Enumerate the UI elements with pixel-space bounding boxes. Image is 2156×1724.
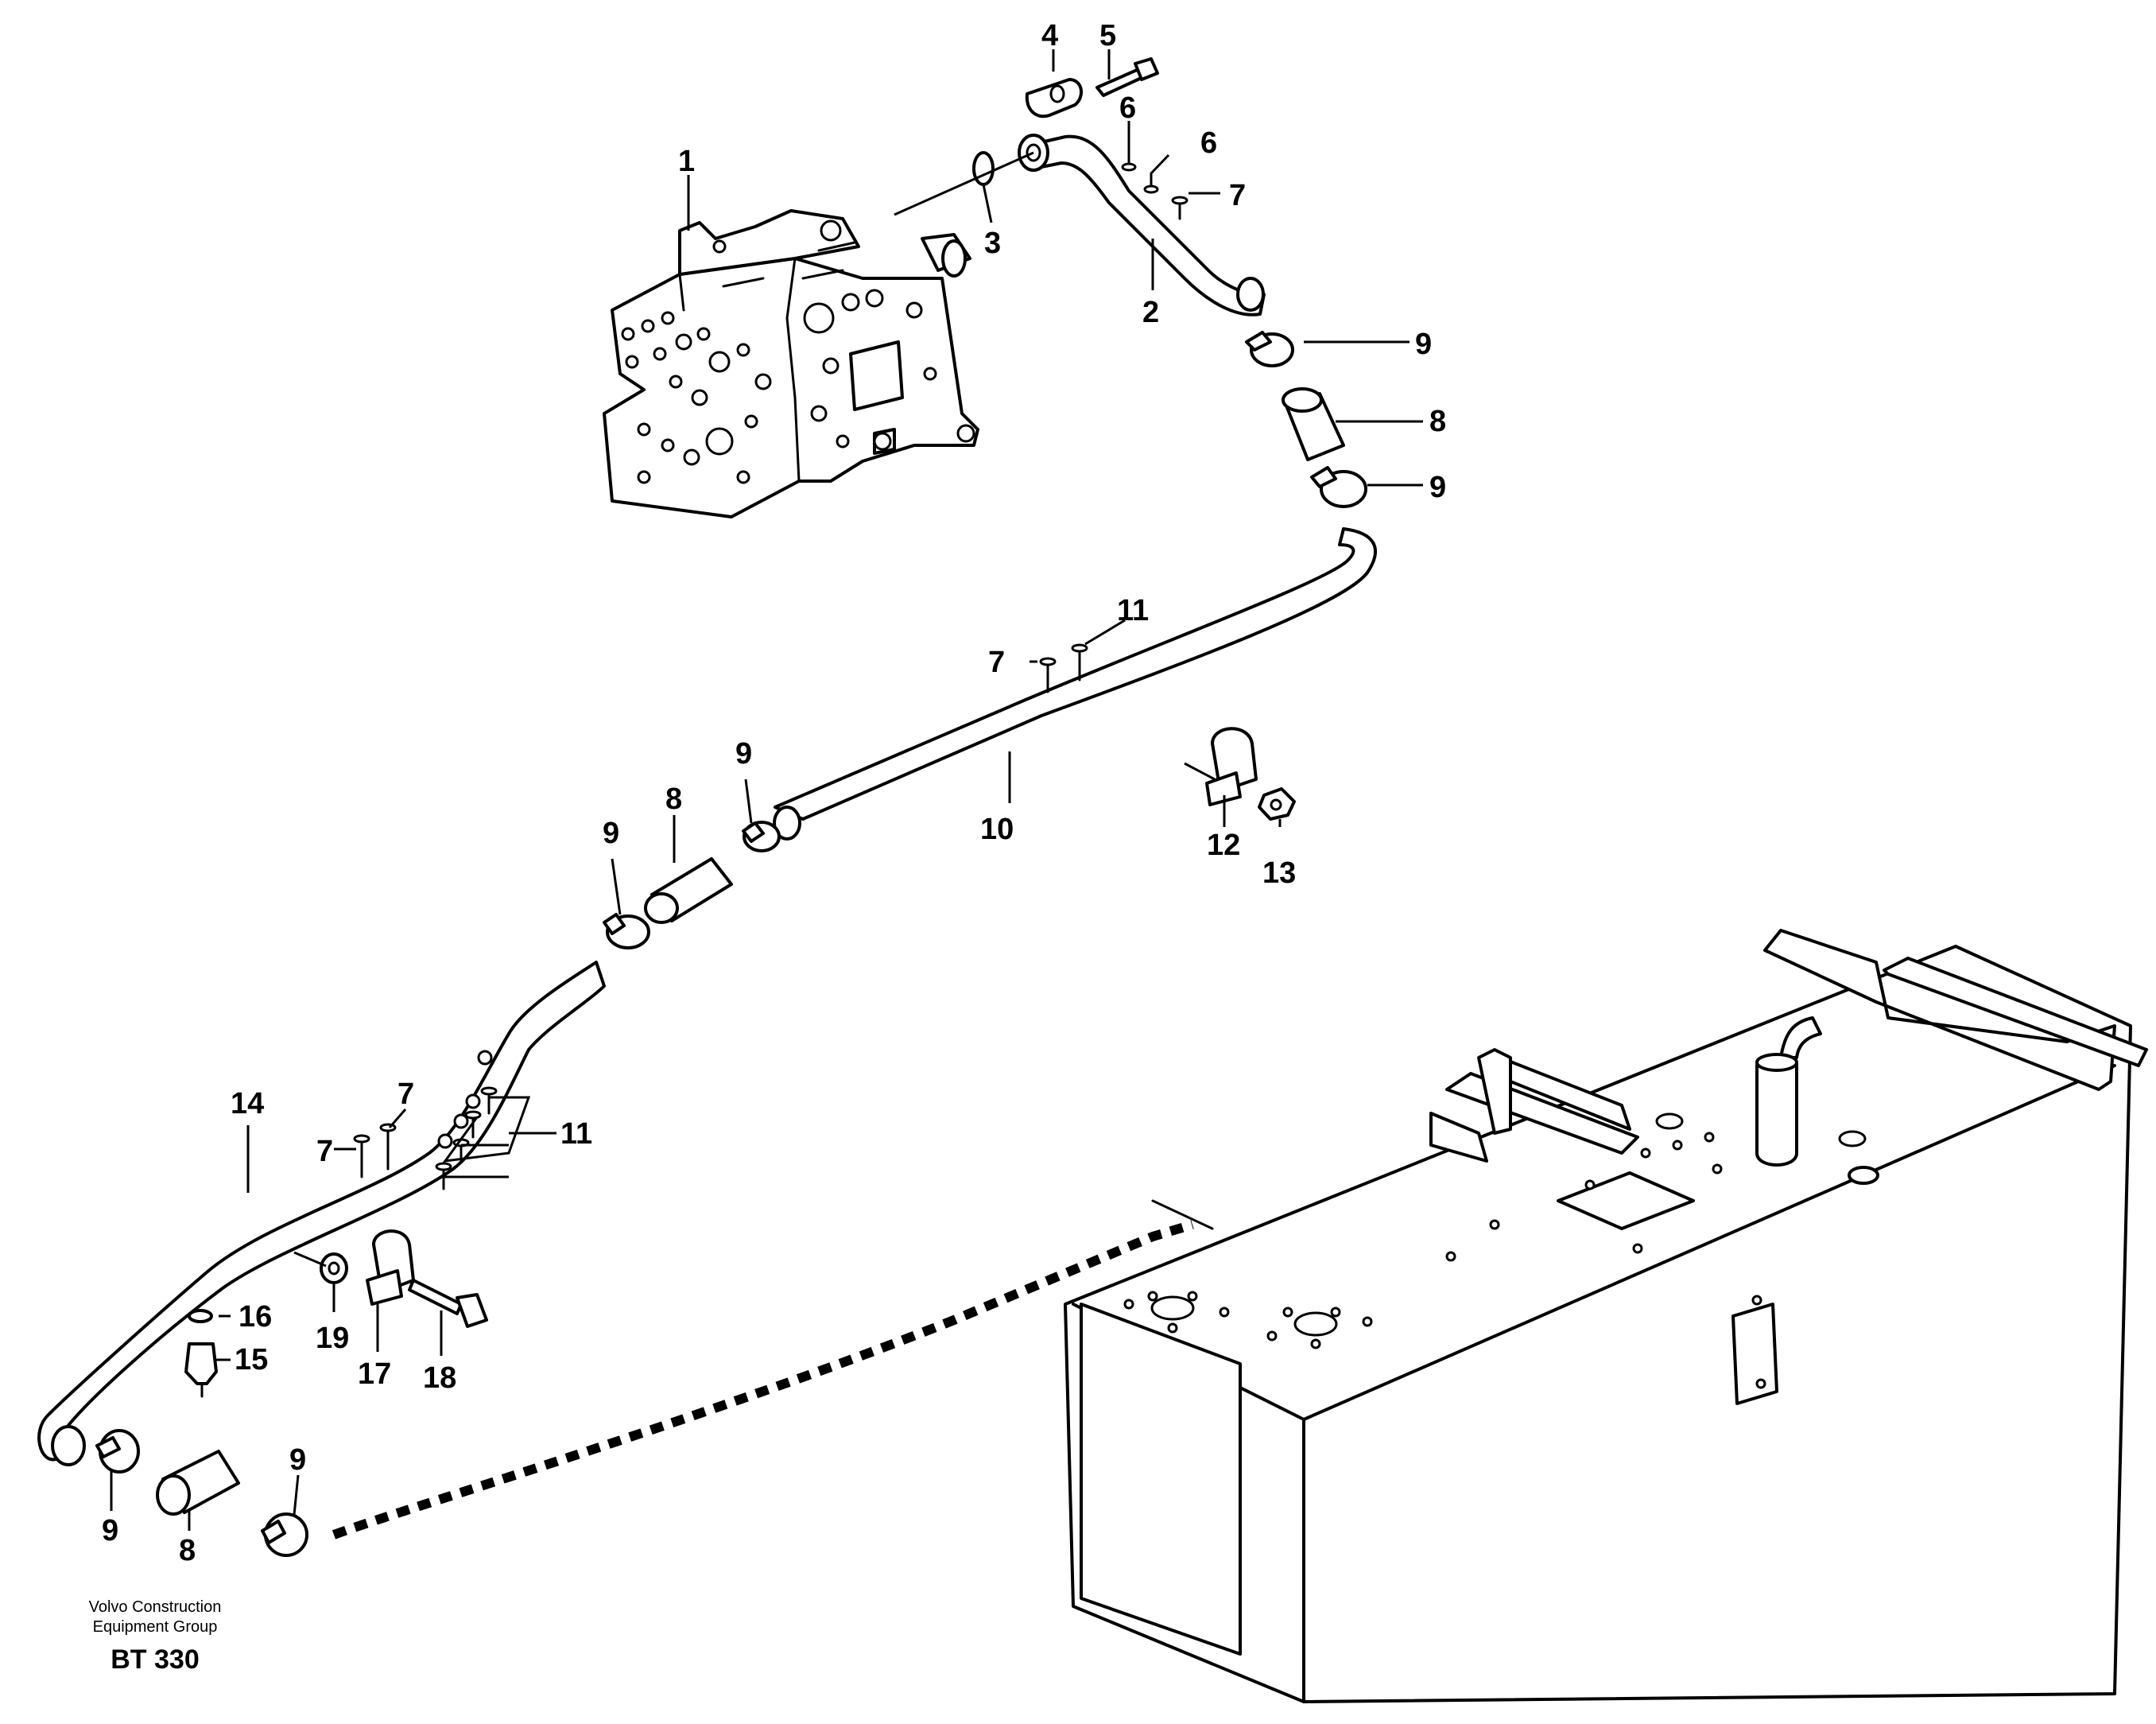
callout-7c: 7 (316, 1135, 333, 1168)
clamp-part-4 (1025, 78, 1083, 118)
fitting-part-7-c (353, 1134, 370, 1178)
callout-15: 15 (235, 1343, 268, 1376)
footer-company-line1: Volvo Construction (89, 1598, 222, 1616)
fitting-part-11-a (1071, 643, 1088, 681)
callout-16: 16 (238, 1300, 272, 1334)
hose-part-8-b (644, 857, 733, 924)
callout-19: 19 (316, 1322, 349, 1355)
bracket-part-17 (366, 1229, 415, 1306)
fitting-part-7-d (379, 1123, 397, 1171)
callout-9c: 9 (735, 737, 752, 771)
callout-10: 10 (980, 813, 1014, 846)
leader-lines (110, 49, 1423, 1531)
callout-11a: 11 (1117, 594, 1149, 627)
hose-clamp-part-9-a (1245, 331, 1294, 367)
bolt-part-18 (408, 1279, 488, 1328)
callout-9d: 9 (603, 817, 619, 850)
o-ring-part-3 (972, 151, 995, 186)
return-line (332, 1220, 1194, 1540)
callout-9a: 9 (1415, 328, 1432, 361)
screw-part-5 (1095, 57, 1159, 97)
callout-13: 13 (1262, 856, 1296, 890)
callout-18: 18 (423, 1361, 456, 1395)
callout-6b: 6 (1200, 126, 1217, 160)
callout-8b: 8 (665, 782, 682, 816)
pipe-part-2 (1018, 134, 1266, 316)
hose-part-8-a (1282, 387, 1345, 461)
callout-14: 14 (231, 1087, 264, 1120)
hose-clamp-part-9-f (261, 1512, 308, 1557)
footer-company-line2: Equipment Group (93, 1618, 218, 1636)
callout-7b: 7 (988, 646, 1005, 679)
fitting-part-6 (1121, 146, 1137, 172)
callout-17: 17 (358, 1357, 391, 1391)
fitting-part-7 (1171, 196, 1189, 220)
callout-5: 5 (1099, 19, 1116, 52)
fitting-part-7-b (1039, 657, 1057, 693)
callout-9b: 9 (1429, 471, 1446, 504)
callout-6a: 6 (1119, 91, 1136, 125)
control-valve-part-1 (603, 209, 979, 518)
callout-7d: 7 (397, 1078, 414, 1111)
washer-part-16 (188, 1309, 213, 1323)
nut-part-13 (1258, 787, 1296, 821)
callout-9e: 9 (102, 1514, 118, 1547)
callout-2: 2 (1142, 296, 1159, 329)
callout-9f: 9 (289, 1443, 306, 1477)
callout-1: 1 (678, 145, 695, 178)
hose-clamp-part-9-e (95, 1429, 140, 1474)
hose-clamp-part-9-d (603, 913, 650, 949)
callout-3: 3 (984, 227, 1001, 260)
pipe-part-10 (773, 527, 1377, 841)
bracket-part-12 (1205, 727, 1258, 806)
callout-7a: 7 (1229, 179, 1246, 212)
hose-clamp-part-9-c (742, 821, 781, 852)
callout-8c: 8 (179, 1534, 196, 1567)
hydraulic-tank (1064, 929, 2148, 1703)
hose-clamp-part-9-b (1310, 466, 1367, 508)
return-line-end (1151, 1199, 1214, 1230)
callout-11b: 11 (560, 1117, 592, 1151)
sensor-part-15 (184, 1342, 218, 1398)
fitting-part-6b (1143, 172, 1159, 194)
callout-8a: 8 (1429, 405, 1446, 438)
callouts: 1 2 3 4 5 6 6 7 9 8 9 11 7 10 9 8 9 12 1… (102, 19, 1446, 1567)
footer-code: BT 330 (111, 1644, 200, 1675)
pipe-part-14 (37, 961, 606, 1466)
washer-part-19 (320, 1252, 348, 1284)
footer: Volvo Construction Equipment Group BT 33… (89, 1598, 222, 1675)
callout-4: 4 (1041, 19, 1058, 52)
hose-part-8-c (156, 1450, 240, 1516)
callout-12: 12 (1207, 829, 1240, 862)
